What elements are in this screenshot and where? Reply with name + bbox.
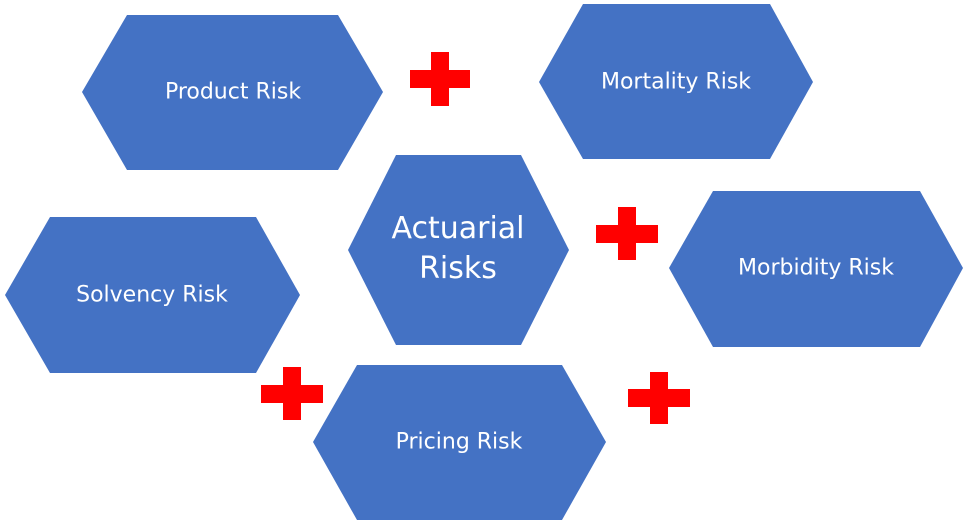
- actuarial-line1: Actuarial: [391, 211, 525, 246]
- solvency-risk-label: Solvency Risk: [76, 282, 228, 308]
- pricing-risk-label: Pricing Risk: [395, 429, 523, 455]
- hexagon-morbidity-risk: [669, 191, 963, 347]
- hexagon-solvency-risk: [5, 217, 300, 373]
- hexagon-pricing-risk: [313, 365, 606, 520]
- plus-icon: [628, 372, 690, 424]
- plus-icon: [261, 367, 323, 420]
- hexagon-product-risk: [82, 15, 383, 170]
- product-risk-label: Product Risk: [164, 79, 302, 105]
- plus-icon: [410, 52, 470, 106]
- hexagon-mortality-risk: [539, 4, 813, 159]
- actuarial-line2: Risks: [419, 251, 497, 286]
- mortality-risk-label: Mortality Risk: [600, 69, 752, 95]
- plus-icon: [596, 207, 658, 260]
- morbidity-risk-label: Morbidity Risk: [738, 255, 894, 281]
- hexagon-actuarial-risks: [348, 155, 569, 345]
- actuarial-risks-label: Actuarial Risks: [391, 209, 524, 289]
